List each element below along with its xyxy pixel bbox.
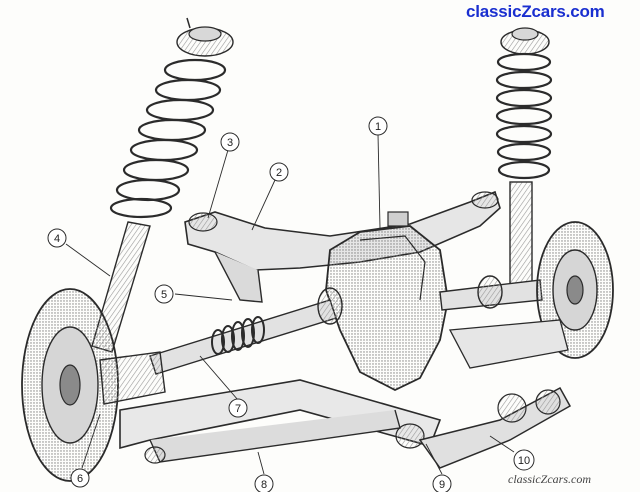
- left-hub-drum: [21, 288, 166, 482]
- svg-text:7: 7: [235, 403, 241, 415]
- svg-text:2: 2: [276, 167, 282, 179]
- svg-text:8: 8: [261, 479, 267, 491]
- left-coil-spring: [109, 58, 227, 219]
- left-cv-boot: [211, 316, 265, 355]
- callout-6: 6: [70, 468, 90, 488]
- watermark-bottom: classicZcars.com: [508, 472, 591, 486]
- callout-8: 8: [254, 474, 274, 492]
- rear-member: [418, 319, 572, 469]
- watermark-top: classicZcars.com: [466, 2, 605, 21]
- svg-text:5: 5: [161, 289, 167, 301]
- callout-4: 4: [47, 228, 67, 248]
- callout-10: 10: [513, 449, 535, 471]
- svg-text:3: 3: [227, 137, 233, 149]
- svg-text:9: 9: [439, 479, 445, 491]
- callout-7: 7: [228, 398, 248, 418]
- svg-text:6: 6: [77, 473, 83, 485]
- callout-5: 5: [154, 284, 174, 304]
- callout-1: 1: [368, 116, 388, 136]
- right-strut-assembly: [495, 27, 553, 293]
- differential: [325, 211, 449, 392]
- right-drive-shaft: [439, 275, 543, 311]
- right-strut-body: [509, 181, 533, 293]
- left-drive-shaft: [149, 287, 343, 375]
- right-coil-spring: [495, 52, 553, 180]
- callout-2: 2: [269, 162, 289, 182]
- callout-9: 9: [432, 474, 452, 492]
- svg-text:10: 10: [518, 455, 530, 467]
- callout-3: 3: [220, 132, 240, 152]
- svg-text:1: 1: [375, 121, 381, 133]
- transverse-link: [119, 379, 442, 464]
- svg-text:4: 4: [54, 233, 60, 245]
- left-strut-assembly: [91, 17, 234, 353]
- leader-lines: [65, 133, 515, 475]
